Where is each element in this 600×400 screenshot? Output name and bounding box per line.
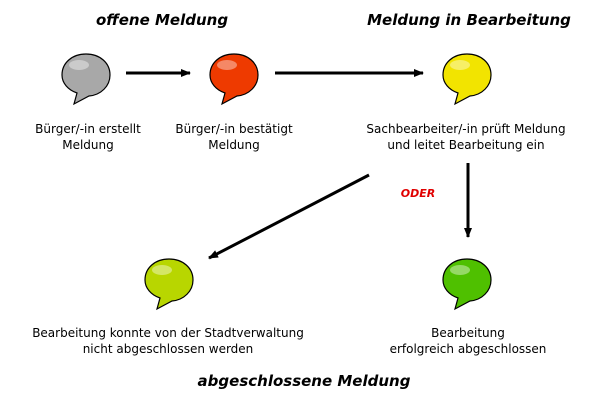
- red-speech-bubble-icon: [209, 53, 259, 106]
- heading-report-in-progress: Meldung in Bearbeitung: [367, 11, 571, 29]
- green-speech-bubble-icon: [442, 258, 492, 311]
- heading-open-report: offene Meldung: [95, 11, 229, 29]
- arrow-review-to-not-completed: [208, 173, 370, 260]
- yellow-green-speech-bubble-icon: [144, 258, 194, 311]
- gray-speech-bubble-icon: [61, 53, 111, 106]
- label-citizen-confirms-report: Bürger/-in bestätigt Meldung: [175, 122, 293, 152]
- or-label: ODER: [400, 187, 436, 200]
- yellow-speech-bubble-icon: [442, 53, 492, 106]
- heading-closed-report: abgeschlossene Meldung: [197, 372, 411, 390]
- label-citizen-creates-report: Bürger/-in erstellt Meldung: [35, 122, 141, 152]
- label-clerk-reviews-report: Sachbearbeiter/-in prüft Meldung und lei…: [366, 122, 566, 152]
- label-processing-not-completed: Bearbeitung konnte von der Stadtverwaltu…: [32, 326, 304, 356]
- label-processing-completed: Bearbeitung erfolgreich abgeschlossen: [389, 326, 547, 356]
